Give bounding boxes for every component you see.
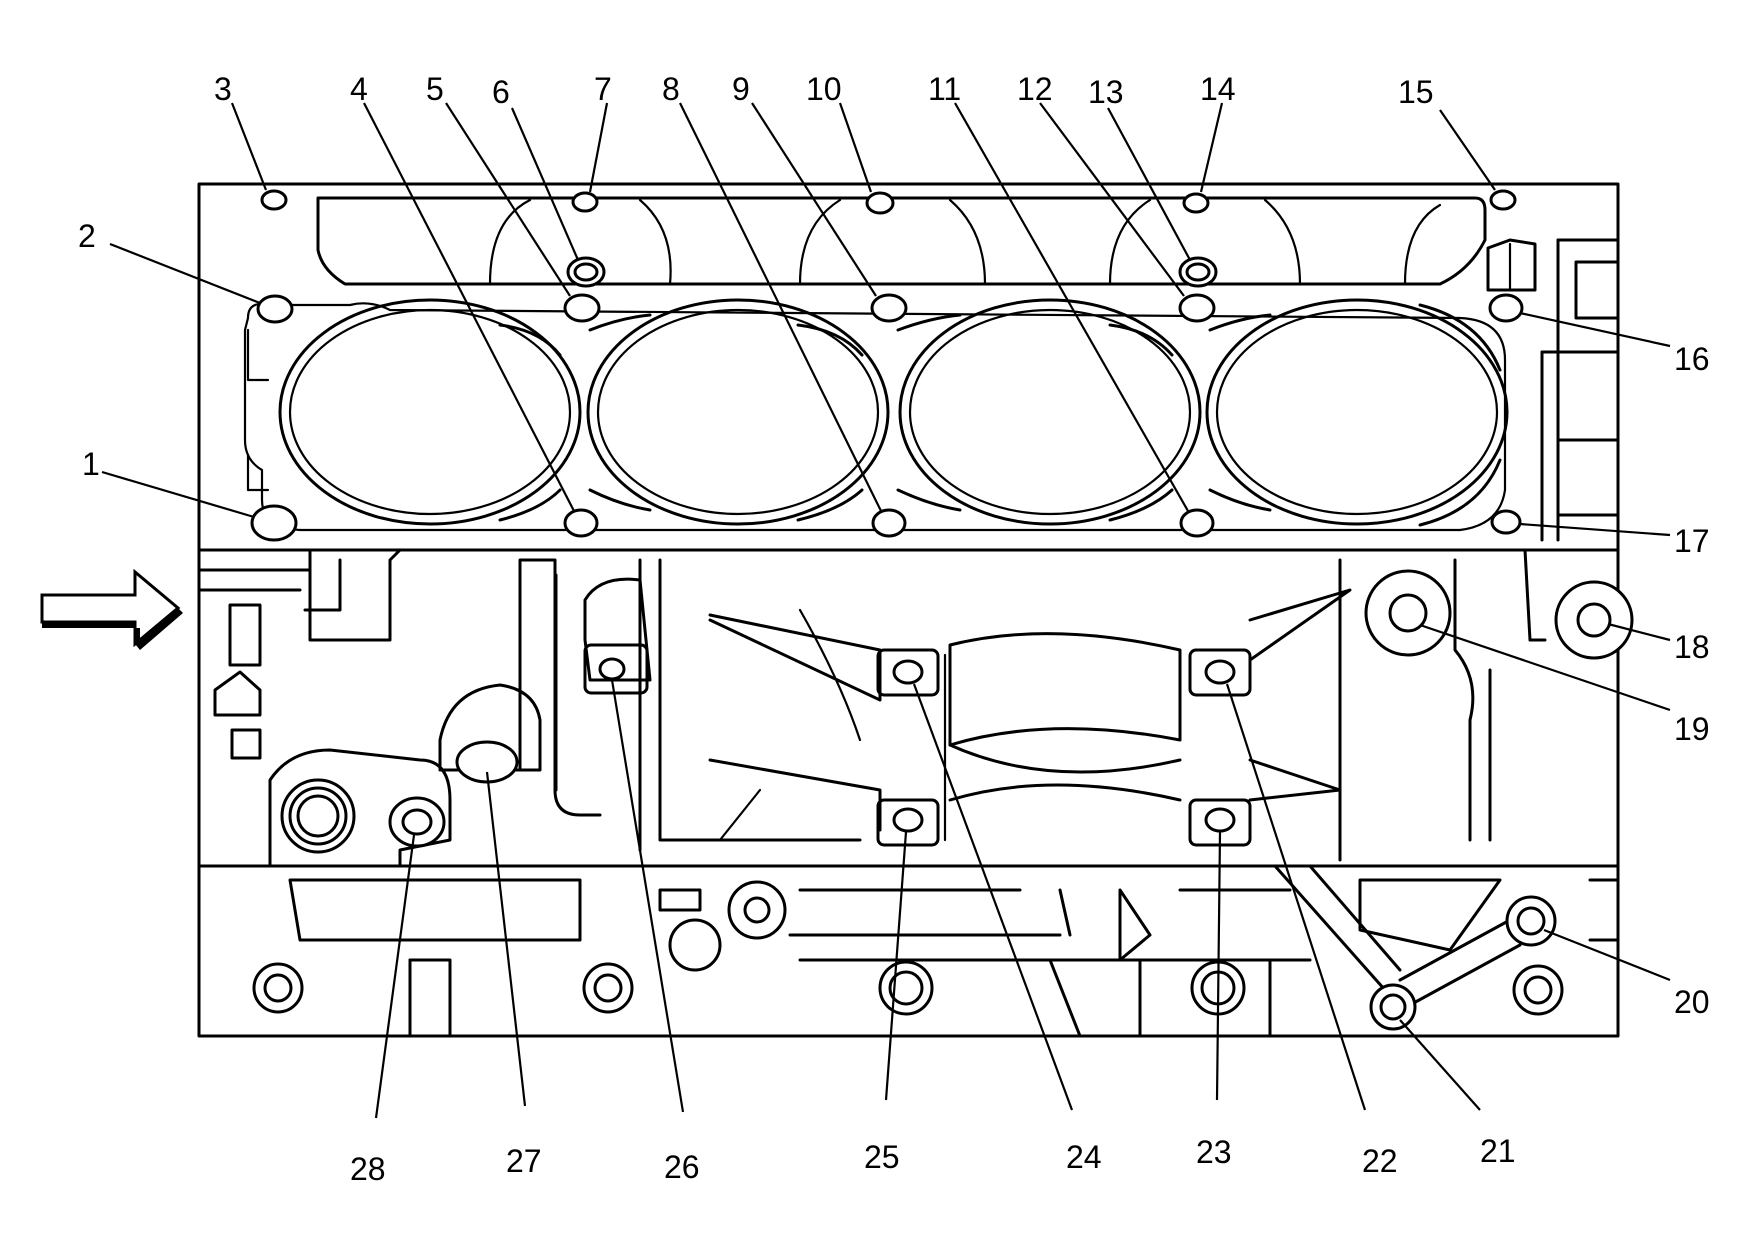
bolt-hole-28 (401, 808, 433, 836)
callout-label: 5 (426, 71, 444, 107)
bolt-hole-9 (870, 293, 908, 323)
callout-label: 7 (594, 71, 612, 107)
bolt-hole-23 (1204, 807, 1236, 833)
bolt-hole-15 (1489, 189, 1517, 211)
bolt-hole-25 (892, 807, 924, 833)
callout-label: 8 (662, 71, 680, 107)
callout-label: 15 (1398, 74, 1434, 110)
cylinder-bores (278, 298, 1509, 526)
callout-label: 18 (1674, 629, 1710, 665)
bolt-hole-22 (1204, 659, 1236, 685)
callout-label: 6 (492, 74, 510, 110)
callout-label: 13 (1088, 74, 1124, 110)
oil-pan-rail (252, 864, 1620, 1038)
callout-label: 26 (664, 1149, 700, 1185)
callout-label: 28 (350, 1151, 386, 1187)
boss-18 (1576, 602, 1612, 638)
arrow-right-icon (40, 568, 183, 650)
right-side-features (1486, 238, 1620, 542)
bolt-hole-3 (260, 189, 288, 211)
callout-label: 22 (1362, 1143, 1398, 1179)
callout-label: 23 (1196, 1134, 1232, 1170)
callout-label: 16 (1674, 341, 1710, 377)
callout-label: 3 (214, 71, 232, 107)
callout-label: 10 (806, 71, 842, 107)
head-bolt-holes (250, 189, 1524, 542)
bolt-hole-14 (1182, 192, 1210, 214)
callout-label: 1 (82, 446, 100, 482)
callout-label: 25 (864, 1139, 900, 1175)
bolt-hole-7 (571, 191, 599, 213)
bolt-hole-20 (1516, 906, 1546, 936)
cylinder-bore-2 (586, 298, 890, 526)
bolt-hole-1 (250, 504, 298, 542)
bolt-hole-13 (1185, 262, 1211, 282)
callout-labels: 1 2 3 4 5 6 7 8 9 10 11 12 13 14 15 16 1… (78, 71, 1710, 1187)
crankcase-features (197, 548, 1634, 868)
bolt-hole-21 (1379, 993, 1407, 1021)
gasket-outline (243, 302, 1507, 532)
oil-plug-27 (455, 740, 519, 784)
bolt-hole-16 (1488, 293, 1524, 323)
deck-surface (316, 196, 1487, 286)
bolt-hole-4 (563, 508, 599, 538)
callout-label: 9 (732, 71, 750, 107)
leader-lines (101, 102, 1671, 1119)
callout-label: 17 (1674, 523, 1710, 559)
bolt-hole-6 (573, 262, 599, 282)
bolt-hole-2 (256, 294, 294, 324)
callout-label: 11 (928, 71, 961, 107)
bolt-hole-26 (598, 657, 626, 681)
bolt-hole-24 (892, 659, 924, 685)
callout-label: 19 (1674, 711, 1710, 747)
bolt-hole-11 (1179, 508, 1215, 538)
cylinder-bore-4 (1205, 298, 1509, 526)
callout-label: 24 (1066, 1139, 1102, 1175)
bolt-hole-8 (871, 508, 907, 538)
cylinder-bore-1 (278, 298, 582, 526)
callout-label: 2 (78, 218, 96, 254)
boss-19 (1388, 593, 1428, 633)
bolt-hole-10 (865, 191, 895, 215)
bolt-hole-17 (1490, 509, 1522, 535)
coolant-passages (498, 303, 1502, 527)
cylinder-bore-3 (898, 298, 1202, 526)
callout-label: 20 (1674, 984, 1710, 1020)
callout-label: 14 (1200, 71, 1236, 107)
callout-label: 21 (1480, 1133, 1516, 1169)
callout-label: 27 (506, 1143, 542, 1179)
bolt-hole-12 (1178, 293, 1216, 323)
callout-label: 4 (350, 71, 368, 107)
bolt-hole-5 (563, 293, 601, 323)
callout-label: 12 (1017, 71, 1053, 107)
